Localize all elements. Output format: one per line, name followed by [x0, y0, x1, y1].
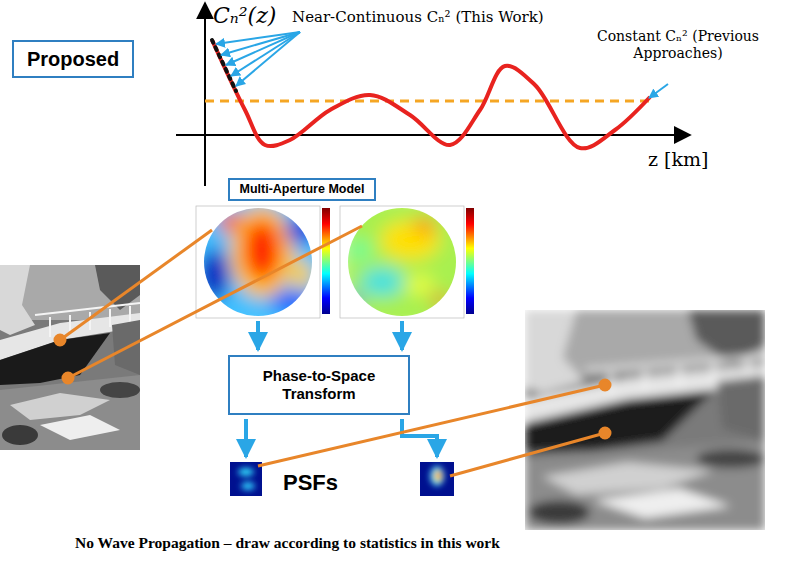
psf-image — [230, 462, 262, 496]
process-box: Proposed — [12, 40, 134, 78]
plot-label: Constant Cₙ² (Previous Approaches) — [592, 28, 764, 62]
process-box: Phase-to-Space Transform — [228, 355, 410, 415]
constant-profile — [205, 100, 650, 103]
profile-line — [212, 40, 650, 148]
colorbar — [322, 208, 330, 314]
pointer-arrow — [221, 32, 300, 55]
box-label: Proposed — [27, 47, 119, 71]
psf-image — [420, 462, 454, 496]
plot-label: z [km] — [648, 148, 708, 171]
sample-dots — [212, 40, 236, 91]
flow-arrow — [256, 321, 260, 350]
leader-dot — [600, 380, 610, 390]
box-label: Phase-to-Space Transform — [236, 367, 402, 403]
phase-screen — [190, 195, 330, 330]
leader-dot — [55, 335, 65, 345]
colorbar — [466, 208, 474, 314]
leader-dot — [600, 428, 610, 438]
plot-label: Cₙ²(z) — [213, 3, 276, 29]
pointer-arrow — [236, 32, 300, 86]
caption: No Wave Propagation – draw according to … — [75, 534, 500, 552]
pointer-arrow — [226, 32, 300, 65]
pointer-arrow — [649, 84, 668, 98]
input-photo — [0, 265, 140, 450]
phase-screen — [340, 195, 480, 330]
leader-line — [450, 433, 605, 476]
plot-label: Near-Continuous Cₙ² (This Work) — [292, 8, 544, 26]
flow-arrow — [244, 419, 248, 457]
leader-dot — [63, 373, 73, 383]
output-photo — [525, 310, 765, 530]
box-label: Multi-Aperture Model — [240, 182, 365, 197]
process-box: Multi-Aperture Model — [228, 178, 376, 201]
leader-line — [60, 230, 212, 340]
leader-lines — [55, 226, 610, 476]
y-axis — [204, 3, 206, 186]
profile-curve — [212, 40, 650, 148]
pointer-arrow — [231, 32, 300, 76]
flow-arrow — [400, 321, 404, 350]
image-label: PSFs — [283, 470, 338, 496]
